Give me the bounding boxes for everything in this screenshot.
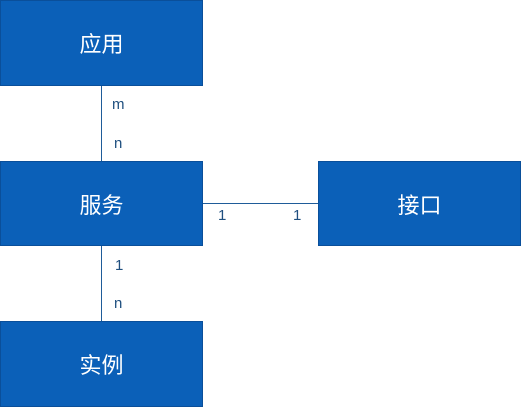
service-instance-cardinality-service-end: 1 bbox=[115, 257, 124, 274]
app-node-label: 应用 bbox=[79, 33, 124, 58]
service-interface-connector bbox=[203, 203, 318, 204]
service-interface-cardinality-interface-end: 1 bbox=[293, 207, 302, 224]
app-service-cardinality-app-end: m bbox=[112, 96, 125, 113]
service-node-label: 服务 bbox=[79, 193, 124, 219]
instance-node-label: 实例 bbox=[79, 354, 124, 379]
service-instance-cardinality-instance-end: n bbox=[114, 295, 123, 312]
interface-node[interactable]: 接口 bbox=[318, 161, 521, 246]
instance-node[interactable]: 实例 bbox=[0, 321, 203, 407]
app-node[interactable]: 应用 bbox=[0, 0, 203, 86]
service-instance-connector bbox=[101, 246, 102, 321]
app-service-connector bbox=[101, 86, 102, 161]
service-node[interactable]: 服务 bbox=[0, 161, 203, 246]
service-interface-cardinality-service-end: 1 bbox=[218, 207, 227, 224]
interface-node-label: 接口 bbox=[397, 193, 442, 219]
app-service-cardinality-service-end: n bbox=[114, 135, 123, 152]
